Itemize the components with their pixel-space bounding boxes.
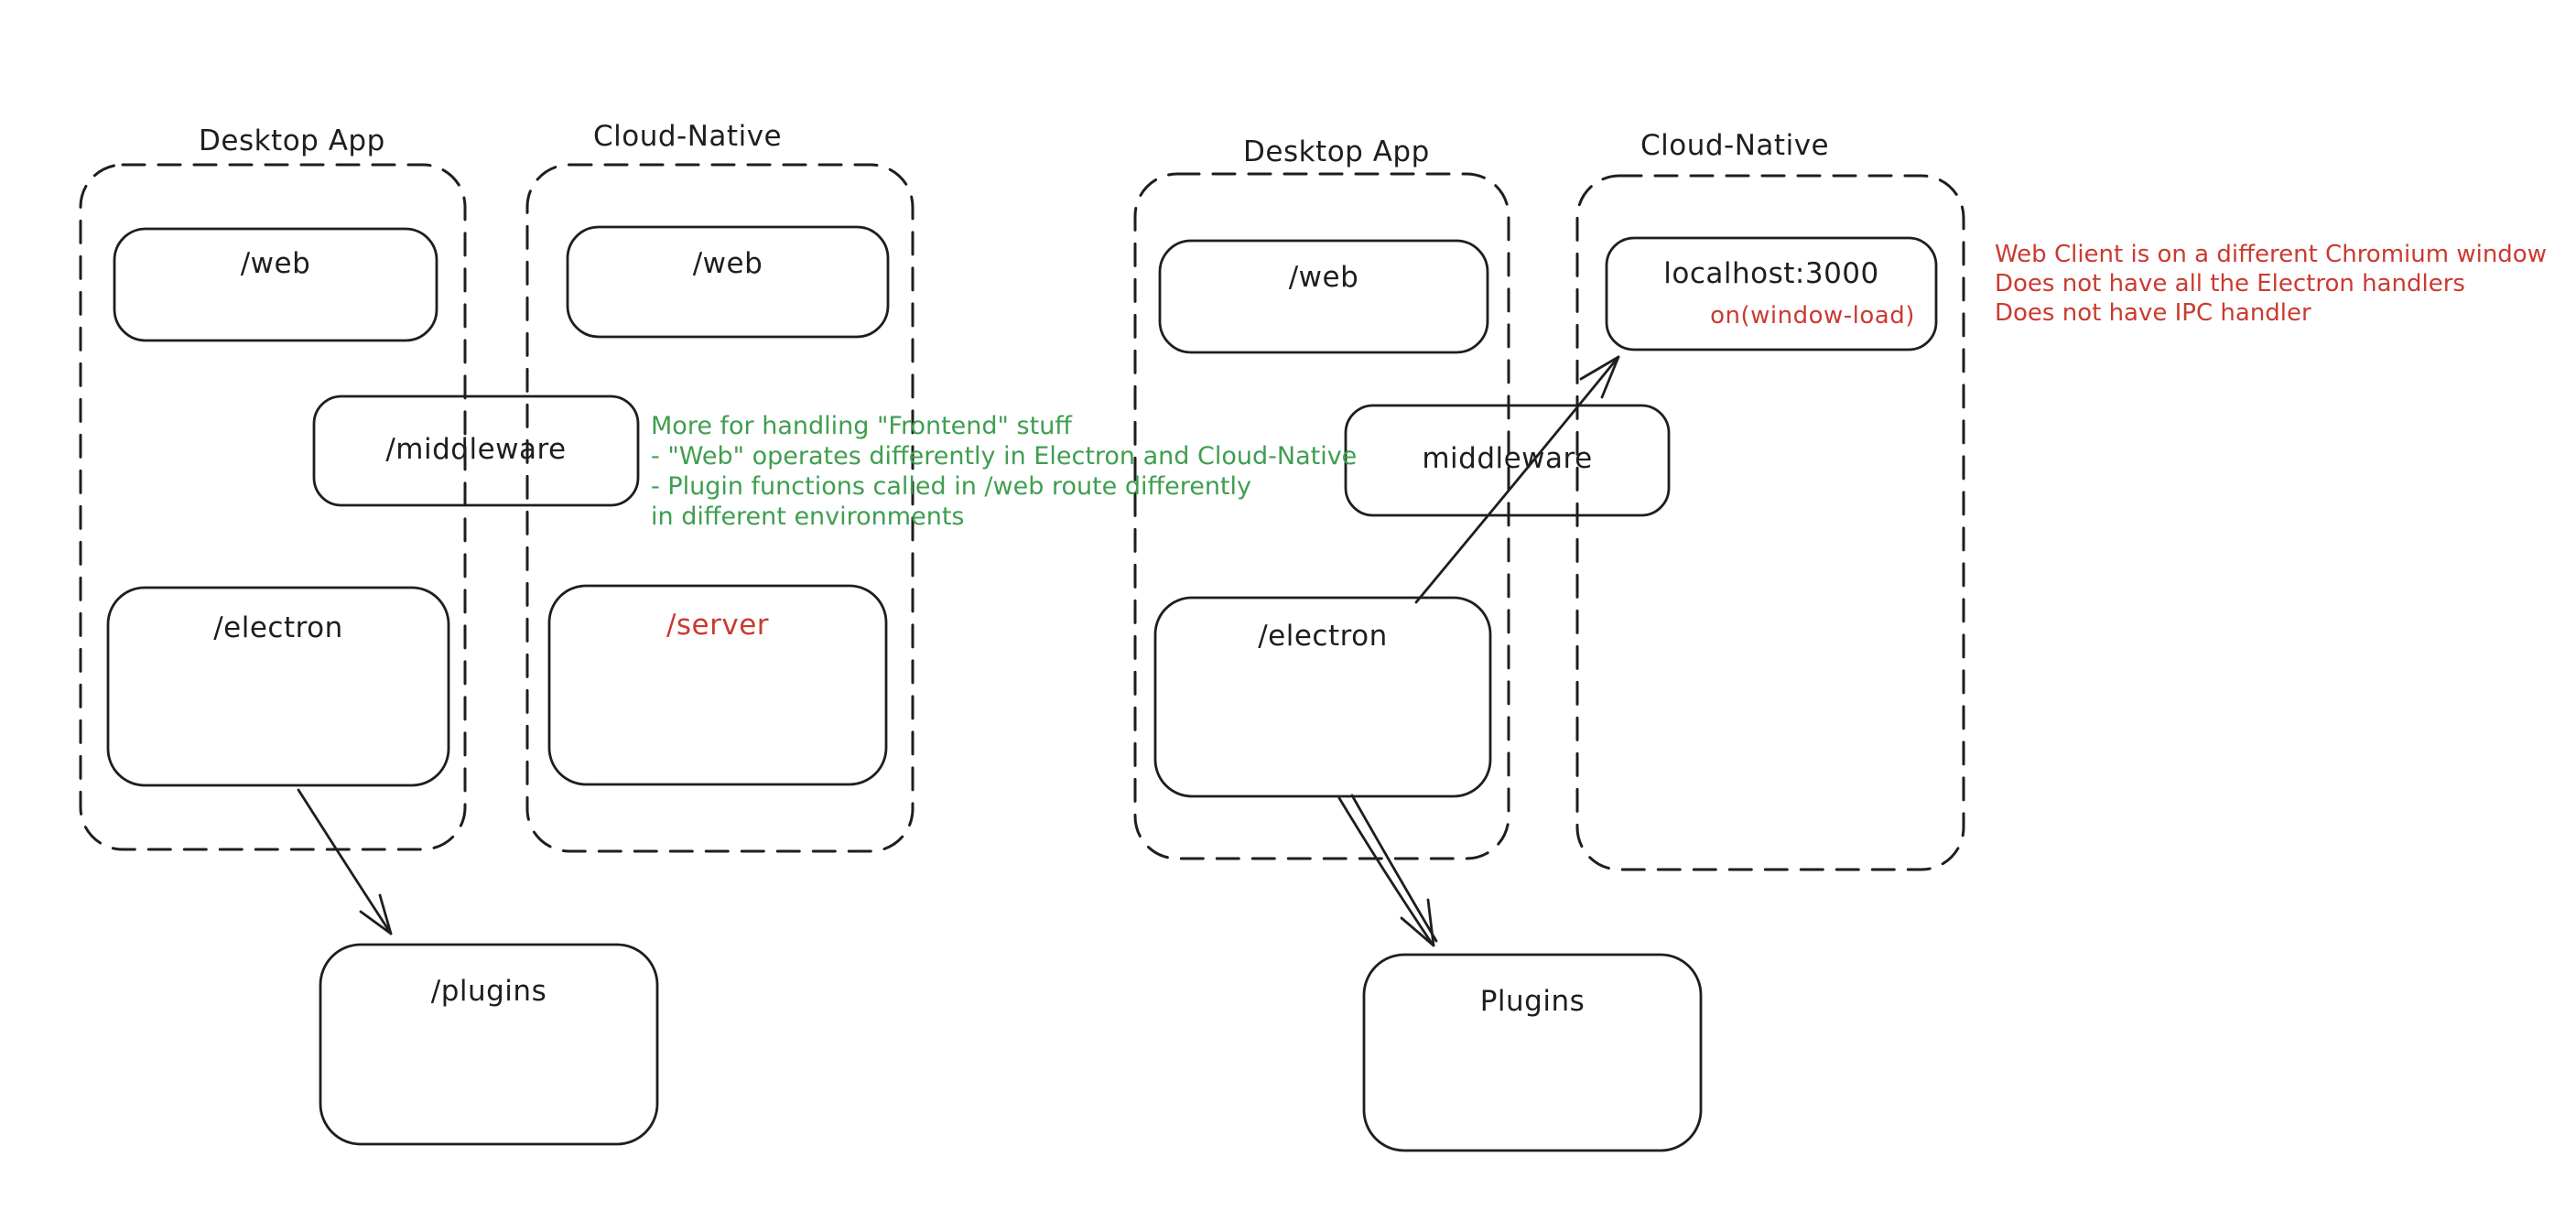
note-green-line-3: - Plugin functions called in /web route … xyxy=(651,472,1252,501)
label-server-left: /server xyxy=(666,609,770,642)
container-cloud-native-left xyxy=(525,163,915,853)
box-web-left-cloud xyxy=(566,225,890,339)
group-label-desktop-app-right: Desktop App xyxy=(1243,135,1430,168)
arrow-electron-to-plugins-left xyxy=(297,788,393,935)
label-on-window-load: on(window-load) xyxy=(1710,302,1915,330)
container-cloud-native-right xyxy=(1575,174,1965,871)
box-plugins-right xyxy=(1362,953,1703,1152)
box-server-left xyxy=(547,584,888,786)
label-localhost-3000: localhost:3000 xyxy=(1663,257,1879,290)
label-web-left-desktop: /web xyxy=(240,247,311,280)
note-red-line-2: Does not have all the Electron handlers xyxy=(1995,270,2465,297)
box-electron-left xyxy=(106,586,450,787)
group-label-cloud-native-right: Cloud-Native xyxy=(1640,129,1830,162)
label-web-right-desktop: /web xyxy=(1288,261,1359,294)
box-electron-right xyxy=(1153,596,1492,798)
group-label-desktop-app-left: Desktop App xyxy=(199,124,385,157)
label-plugins-left: /plugins xyxy=(430,975,547,1008)
note-green-line-2: - "Web" operates differently in Electron… xyxy=(651,442,1358,470)
box-localhost-3000 xyxy=(1605,236,1938,351)
note-red-line-1: Web Client is on a different Chromium wi… xyxy=(1995,241,2547,268)
note-red-web-client: Web Client is on a different Chromium wi… xyxy=(1995,240,2547,328)
note-green-line-4: in different environments xyxy=(651,503,965,531)
box-plugins-left xyxy=(319,943,659,1146)
label-web-left-cloud: /web xyxy=(692,247,763,280)
group-label-cloud-native-left: Cloud-Native xyxy=(593,120,783,153)
note-red-line-3: Does not have IPC handler xyxy=(1995,299,2311,327)
note-green-frontend: More for handling "Frontend" stuff - "We… xyxy=(651,411,1357,532)
arrow-electron-to-localhost xyxy=(1414,355,1620,604)
box-middleware-left xyxy=(312,394,640,507)
label-electron-left: /electron xyxy=(213,611,343,644)
container-desktop-app-left xyxy=(79,163,467,851)
box-middleware-right xyxy=(1344,404,1671,517)
box-web-right-desktop xyxy=(1158,239,1489,354)
box-web-left-desktop xyxy=(113,227,438,342)
note-green-line-1: More for handling "Frontend" stuff xyxy=(651,412,1072,440)
label-plugins-right: Plugins xyxy=(1479,985,1586,1018)
label-middleware-right: middleware xyxy=(1422,442,1593,475)
label-electron-right: /electron xyxy=(1258,620,1388,653)
arrow-electron-to-plugins-right xyxy=(1337,794,1438,947)
label-middleware-left: /middleware xyxy=(385,433,567,466)
